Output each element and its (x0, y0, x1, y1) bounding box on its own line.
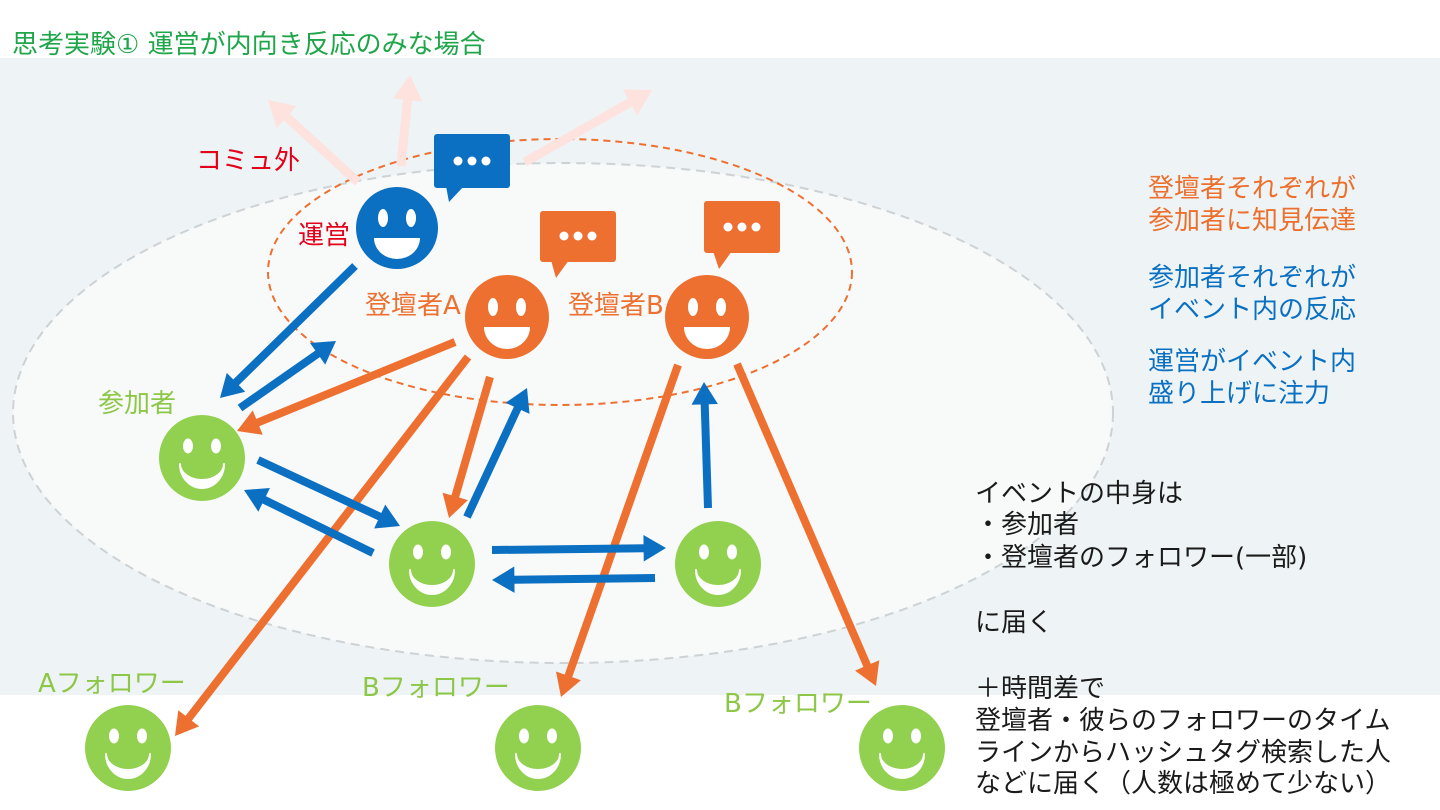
label-follower-a: Aフォロワー (38, 669, 186, 699)
arrow-organizer-to-participant (232, 263, 358, 386)
arrow-participant-2-to-participant-3-head (643, 535, 666, 562)
summary-reach: に届く (975, 608, 1053, 638)
arrow-speaker-b-to-follower-b-head (555, 671, 581, 697)
arrow-participant-2-to-speaker-a (463, 405, 522, 519)
arrow-participant-2-to-participant-3 (491, 544, 645, 554)
arrow-participant-3-to-speaker-b (700, 403, 712, 509)
summary-delayed-line-4: などに届く（人数は極めて少ない） (975, 769, 1391, 799)
label-speaker-b: 登壇者B (568, 291, 664, 321)
label-speaker-a: 登壇者A (365, 291, 461, 321)
note-organizer-line-2: 盛り上げに注力 (1148, 379, 1330, 409)
outside-arrow-up (396, 98, 413, 167)
event-area-boundary (12, 162, 1114, 664)
outside-arrow-left (282, 112, 362, 186)
arrow-speaker-b-to-follower-b-second (733, 362, 872, 668)
reaction-arrows (220, 263, 718, 593)
follower-b-face-icon (495, 705, 581, 791)
page-title: 思考実験① 運営が内向き反応のみな場合 (12, 30, 486, 60)
arrow-speaker-a-to-follower-a (184, 354, 472, 722)
arrow-speaker-a-to-participant-2-head (442, 492, 468, 518)
outside-arrow-right-head (622, 89, 652, 116)
arrow-speaker-a-to-participant-2 (451, 375, 494, 499)
arrow-speaker-b-to-follower-b (564, 363, 682, 679)
notes: 登壇者それぞれが 参加者に知見伝達 参加者それぞれが イベント内の反応 運営がイ… (1148, 174, 1356, 409)
note-speakers-line-1: 登壇者それぞれが (1148, 174, 1356, 204)
follower-a-face-icon (85, 705, 171, 791)
speaker-b-face-icon (665, 275, 749, 359)
participant-3-face-icon (675, 521, 761, 607)
arrow-participant-to-speaker-area (237, 349, 321, 412)
arrow-speaker-a-to-participant (255, 338, 457, 427)
arrow-speaker-b-to-follower-b-second-head (855, 660, 880, 686)
summary: イベントの中身は ・参加者 ・登壇者のフォロワー(一部) に届く ＋時間差で 登… (975, 479, 1391, 799)
arrow-participant-2-to-speaker-a-head (505, 388, 530, 414)
speaker-a-face-icon (465, 275, 549, 359)
outside-community-arrows (268, 75, 652, 186)
arrow-speaker-a-to-participant-head (237, 410, 263, 435)
note-participants-line-2: イベント内の反応 (1148, 295, 1356, 325)
speaker-a-speech-bubble-icon (540, 211, 616, 278)
summary-delayed-line-1: ＋時間差で (975, 674, 1105, 704)
arrow-organizer-to-participant-head (220, 372, 246, 398)
arrow-participant-to-participant-2 (256, 456, 383, 521)
arrow-participant-3-to-participant-2 (513, 574, 656, 584)
summary-delayed-line-2: 登壇者・彼らのフォロワーのタイム (975, 706, 1390, 736)
note-organizer-line-1: 運営がイベント内 (1148, 347, 1356, 377)
label-outside-community: コミュ外 (196, 146, 300, 176)
follower-b-second-face-icon (859, 705, 945, 791)
summary-delayed-line-3: ラインからハッシュタグ検索した人 (975, 738, 1391, 768)
arrow-participant-3-to-speaker-b-head (691, 382, 718, 405)
arrow-speaker-a-to-follower-a-head (175, 710, 200, 736)
label-follower-b: Bフォロワー (362, 673, 510, 703)
note-participants-line-1: 参加者それぞれが (1148, 263, 1356, 293)
label-participant: 参加者 (98, 389, 176, 419)
arrow-participant-2-to-participant (261, 495, 375, 557)
outside-arrow-up-head (392, 75, 423, 102)
label-follower-b-second: Bフォロワー (724, 689, 872, 719)
arrow-participant-3-to-participant-2-head (492, 566, 515, 593)
outside-arrow-left-head (268, 100, 297, 128)
note-speakers-line-2: 参加者に知見伝達 (1148, 206, 1356, 236)
participant-face-icon (159, 415, 245, 501)
organizer-face-icon (356, 187, 438, 269)
outside-arrow-right (522, 98, 634, 166)
participant-2-face-icon (389, 521, 475, 607)
speaker-b-speech-bubble-icon (704, 201, 780, 269)
arrow-participant-2-to-participant-head (244, 487, 270, 512)
summary-intro-line-2: ・参加者 (975, 510, 1079, 540)
summary-intro-line-1: イベントの中身は (975, 479, 1183, 509)
speaker-arrows (175, 338, 880, 736)
arrow-participant-to-participant-2-head (374, 504, 400, 529)
label-organizer: 運営 (298, 221, 350, 251)
summary-intro-line-3: ・登壇者のフォロワー(一部) (975, 543, 1307, 573)
arrow-participant-to-speaker-area-head (310, 341, 336, 365)
organizer-speech-bubble-icon (434, 134, 510, 202)
